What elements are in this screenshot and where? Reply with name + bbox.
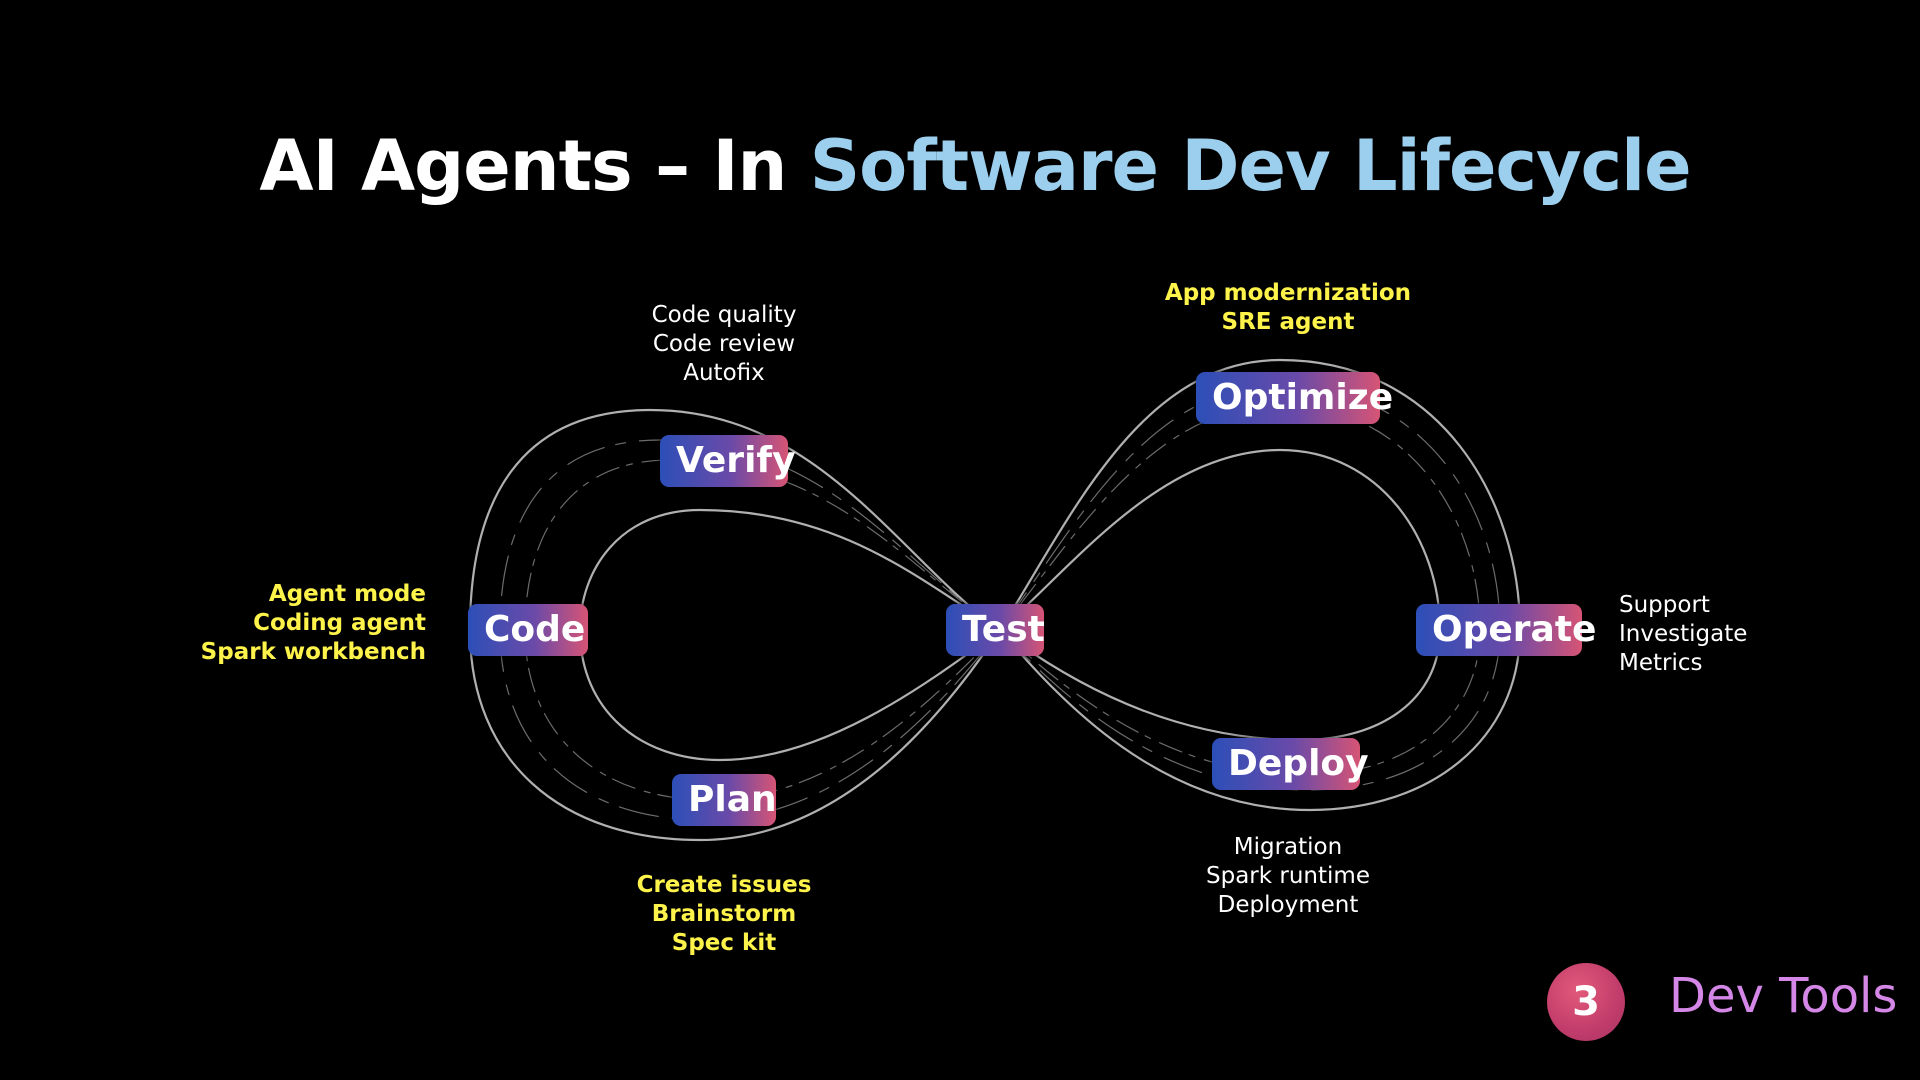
section-number-badge: 3 [1547, 963, 1625, 1041]
stage-code[interactable]: Code [468, 604, 588, 656]
stage-plan[interactable]: Plan [672, 774, 776, 826]
stage-optimize[interactable]: Optimize [1196, 372, 1380, 424]
stage-test[interactable]: Test [946, 604, 1044, 656]
operate-note-3: Metrics [1619, 649, 1747, 678]
verify-notes: Code quality Code review Autofix [624, 301, 824, 388]
optimize-note-1: App modernization [1128, 279, 1448, 308]
plan-note-2: Brainstorm [614, 900, 834, 929]
code-note-2: Coding agent [201, 609, 426, 638]
stage-operate[interactable]: Operate [1416, 604, 1582, 656]
deploy-notes: Migration Spark runtime Deployment [1168, 833, 1408, 920]
section-label: Dev Tools [1669, 968, 1897, 1024]
optimize-notes: App modernization SRE agent [1128, 279, 1448, 337]
deploy-note-3: Deployment [1168, 891, 1408, 920]
stage-deploy[interactable]: Deploy [1212, 738, 1360, 790]
operate-note-2: Investigate [1619, 620, 1747, 649]
optimize-note-2: SRE agent [1128, 308, 1448, 337]
verify-note-1: Code quality [624, 301, 824, 330]
verify-note-3: Autofix [624, 359, 824, 388]
operate-notes: Support Investigate Metrics [1619, 591, 1747, 678]
code-notes: Agent mode Coding agent Spark workbench [201, 580, 426, 667]
stage-verify[interactable]: Verify [660, 435, 788, 487]
deploy-note-2: Spark runtime [1168, 862, 1408, 891]
verify-note-2: Code review [624, 330, 824, 359]
code-note-3: Spark workbench [201, 638, 426, 667]
plan-notes: Create issues Brainstorm Spec kit [614, 871, 834, 958]
plan-note-3: Spec kit [614, 929, 834, 958]
plan-note-1: Create issues [614, 871, 834, 900]
deploy-note-1: Migration [1168, 833, 1408, 862]
code-note-1: Agent mode [201, 580, 426, 609]
operate-note-1: Support [1619, 591, 1747, 620]
